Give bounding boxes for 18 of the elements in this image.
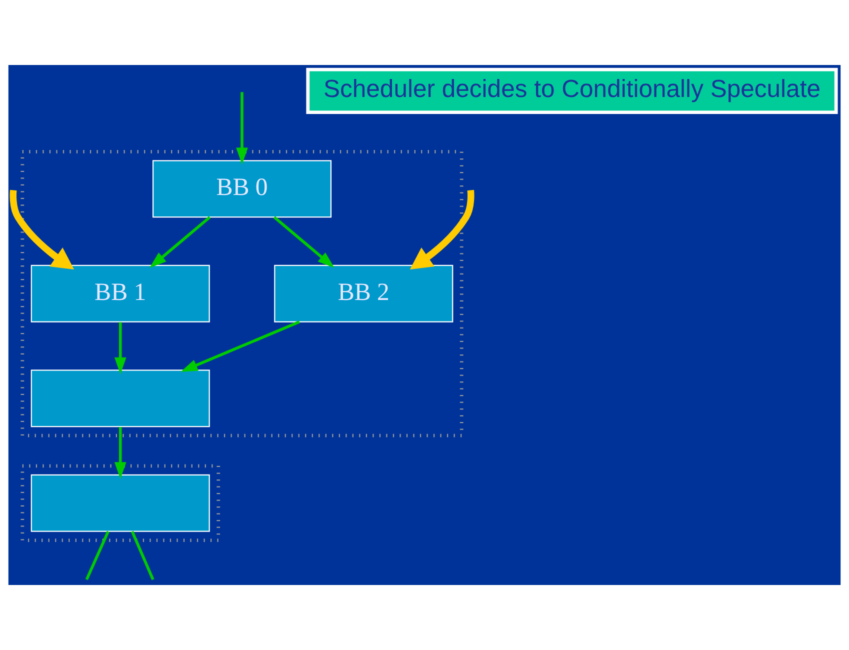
arrow	[150, 216, 211, 268]
arrow	[180, 320, 300, 372]
arrow	[114, 426, 126, 480]
connector	[130, 530, 154, 580]
node-box	[30, 370, 210, 428]
arrow	[236, 92, 248, 165]
node-box	[30, 474, 210, 532]
arrow	[273, 216, 334, 268]
node-box: BB 1	[30, 264, 210, 322]
arrow	[114, 322, 126, 374]
node-box: BB 2	[274, 264, 454, 322]
node-box: BB 0	[152, 160, 332, 218]
cluster	[20, 150, 464, 438]
connector	[85, 530, 110, 580]
arrow	[10, 190, 74, 270]
node-box: Scheduler decides to Conditionally Speculate	[306, 68, 838, 114]
arrow	[410, 190, 474, 270]
cluster	[20, 464, 220, 542]
